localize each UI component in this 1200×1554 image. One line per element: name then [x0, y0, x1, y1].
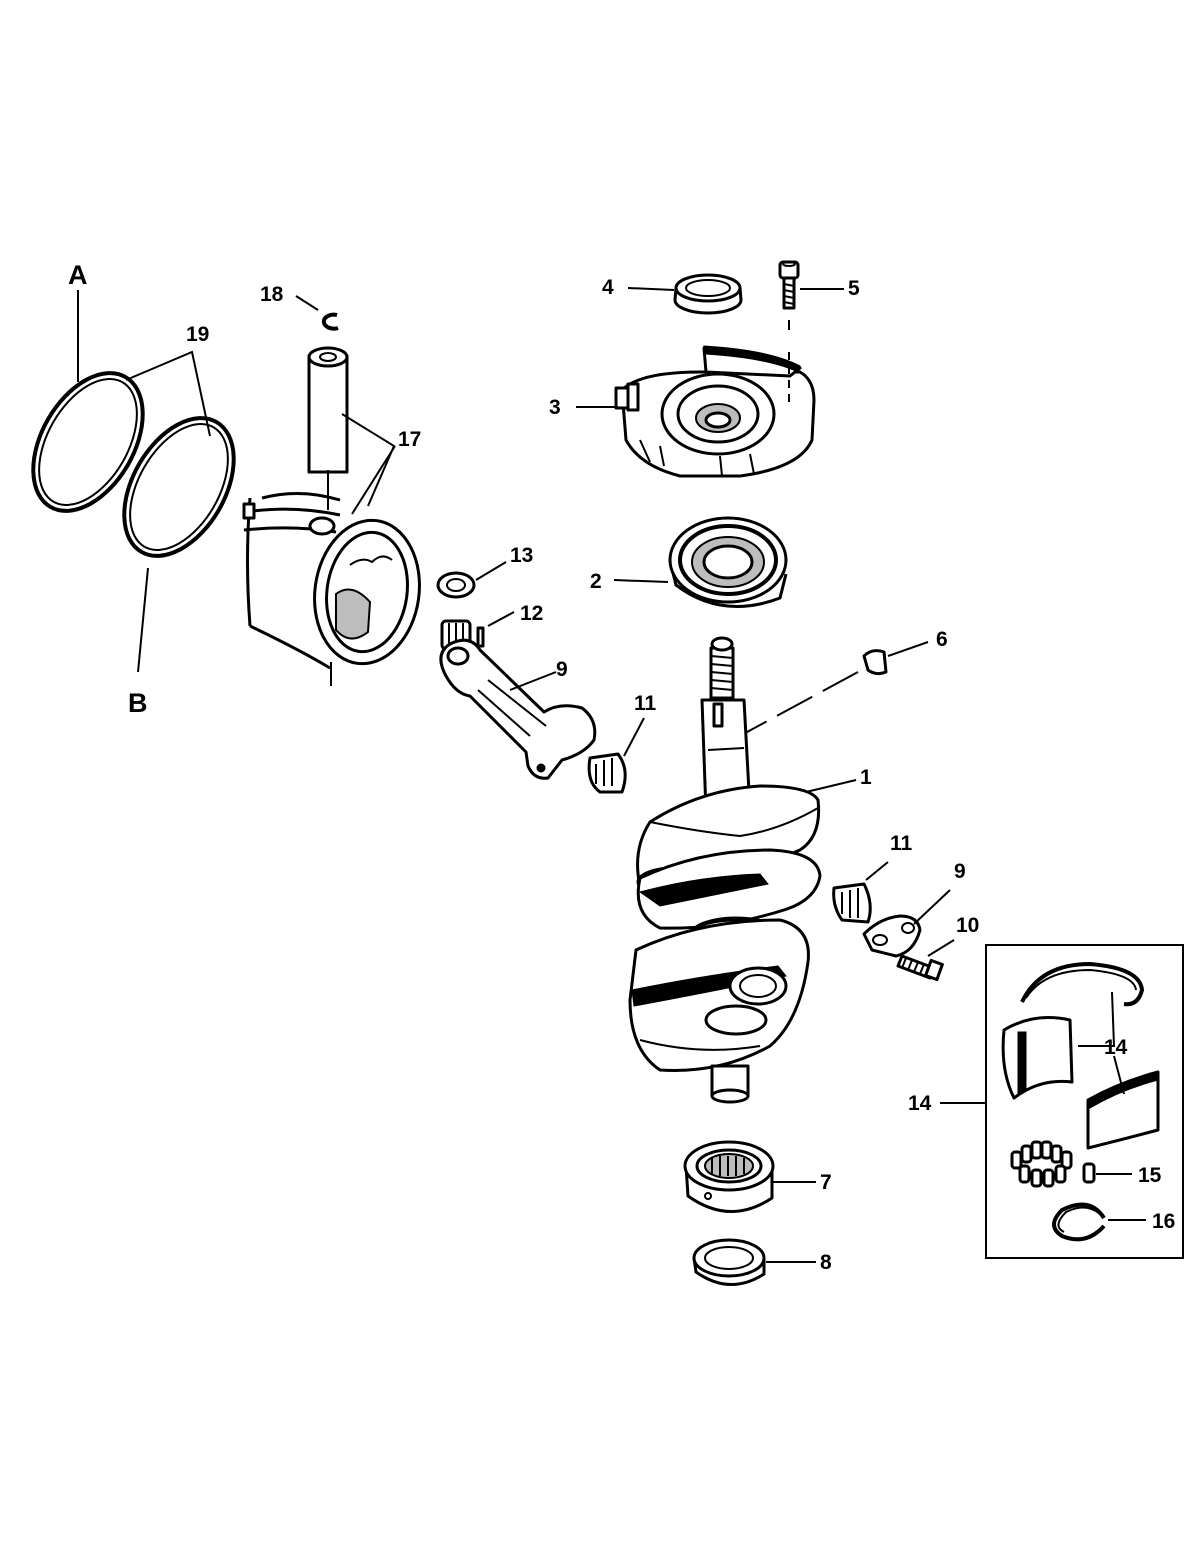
callout-A: A	[68, 260, 88, 290]
callout-11-lower: 11	[890, 832, 913, 855]
callout-1: 1	[860, 766, 872, 789]
callout-6: 6	[936, 628, 948, 651]
kit-bearing-shell-right[interactable]	[1086, 1070, 1160, 1150]
piston[interactable]	[242, 491, 429, 670]
callout-7: 7	[820, 1171, 832, 1194]
kit-bearing-shell-left[interactable]	[1001, 1016, 1074, 1100]
callout-17: 17	[398, 428, 421, 451]
end-cap-screw[interactable]	[778, 260, 800, 310]
connecting-rod[interactable]	[439, 638, 597, 780]
callout-12: 12	[520, 602, 543, 625]
kit-snap-ring[interactable]	[1052, 1202, 1106, 1242]
bearing-kit-box	[985, 944, 1184, 1259]
crankshaft[interactable]	[628, 636, 822, 1104]
callout-10: 10	[956, 914, 979, 937]
callout-B: B	[128, 688, 148, 718]
woodruff-key[interactable]	[862, 649, 888, 676]
callout-14-part: 14	[1104, 1036, 1128, 1059]
rod-bearing-lower[interactable]	[832, 882, 872, 924]
callout-9-upper: 9	[556, 658, 568, 681]
callout-13: 13	[510, 544, 533, 567]
callout-2: 2	[590, 570, 602, 593]
callout-15: 15	[1138, 1164, 1162, 1187]
piston-ring-upper[interactable]	[11, 354, 166, 530]
callout-9-lower: 9	[954, 860, 966, 883]
callout-5: 5	[848, 277, 860, 300]
thrust-washer[interactable]	[436, 571, 476, 599]
callout-19: 19	[186, 323, 209, 346]
connecting-rod-cap[interactable]	[862, 914, 922, 958]
callout-8: 8	[820, 1251, 832, 1274]
callout-18: 18	[260, 283, 284, 306]
lower-oil-seal[interactable]	[692, 1238, 766, 1286]
upper-oil-seal[interactable]	[673, 273, 743, 315]
callout-14-box: 14	[908, 1092, 932, 1115]
callout-4: 4	[602, 276, 614, 299]
piston-pin[interactable]	[307, 346, 349, 474]
callout-16: 16	[1152, 1210, 1175, 1233]
kit-needle-rollers[interactable]	[1010, 1140, 1096, 1188]
kit-retaining-ring[interactable]	[1020, 961, 1145, 1007]
rod-cap-screw[interactable]	[896, 954, 944, 982]
upper-ball-bearing[interactable]	[668, 516, 788, 608]
piston-pin-clip[interactable]	[321, 312, 339, 331]
piston-ring-lower[interactable]	[102, 399, 257, 575]
rod-bearing-upper[interactable]	[587, 752, 627, 794]
crankcase-end-cap[interactable]	[614, 345, 816, 478]
callout-3: 3	[549, 396, 561, 419]
callout-11-upper: 11	[634, 692, 657, 715]
lower-roller-bearing[interactable]	[683, 1140, 775, 1213]
